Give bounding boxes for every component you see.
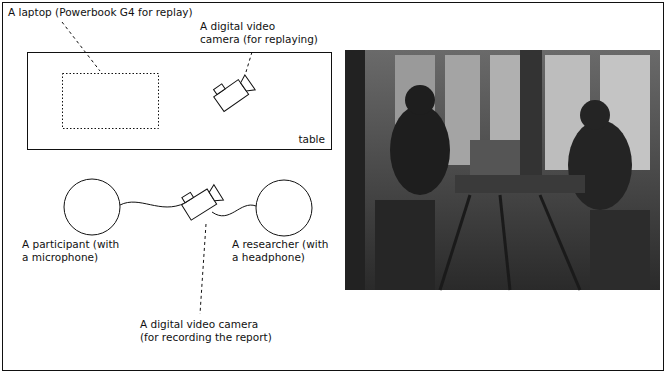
table-rect: table: [27, 52, 332, 150]
callout-label: A digital video camera (for replaying): [200, 20, 350, 45]
laptop: [63, 74, 159, 129]
camera-icon: [178, 180, 223, 220]
node-label: table: [298, 133, 325, 145]
callout-label: A laptop (Powerbook G4 for replay): [8, 6, 193, 19]
camera-icon: [210, 70, 255, 111]
callout-label: A participant (with a microphone): [22, 238, 150, 263]
leader-line: [200, 224, 206, 314]
callout-label: A digital video camera (for recording th…: [140, 318, 330, 343]
participant-circle: [64, 179, 120, 235]
wire: [212, 205, 256, 216]
researcher-circle: [256, 180, 312, 236]
wire: [120, 202, 185, 207]
leader-line: [246, 52, 252, 72]
callout-label: A researcher (with a headphone): [232, 238, 360, 263]
frame: [3, 3, 664, 371]
leader-line: [62, 22, 100, 71]
photo: [345, 50, 660, 290]
